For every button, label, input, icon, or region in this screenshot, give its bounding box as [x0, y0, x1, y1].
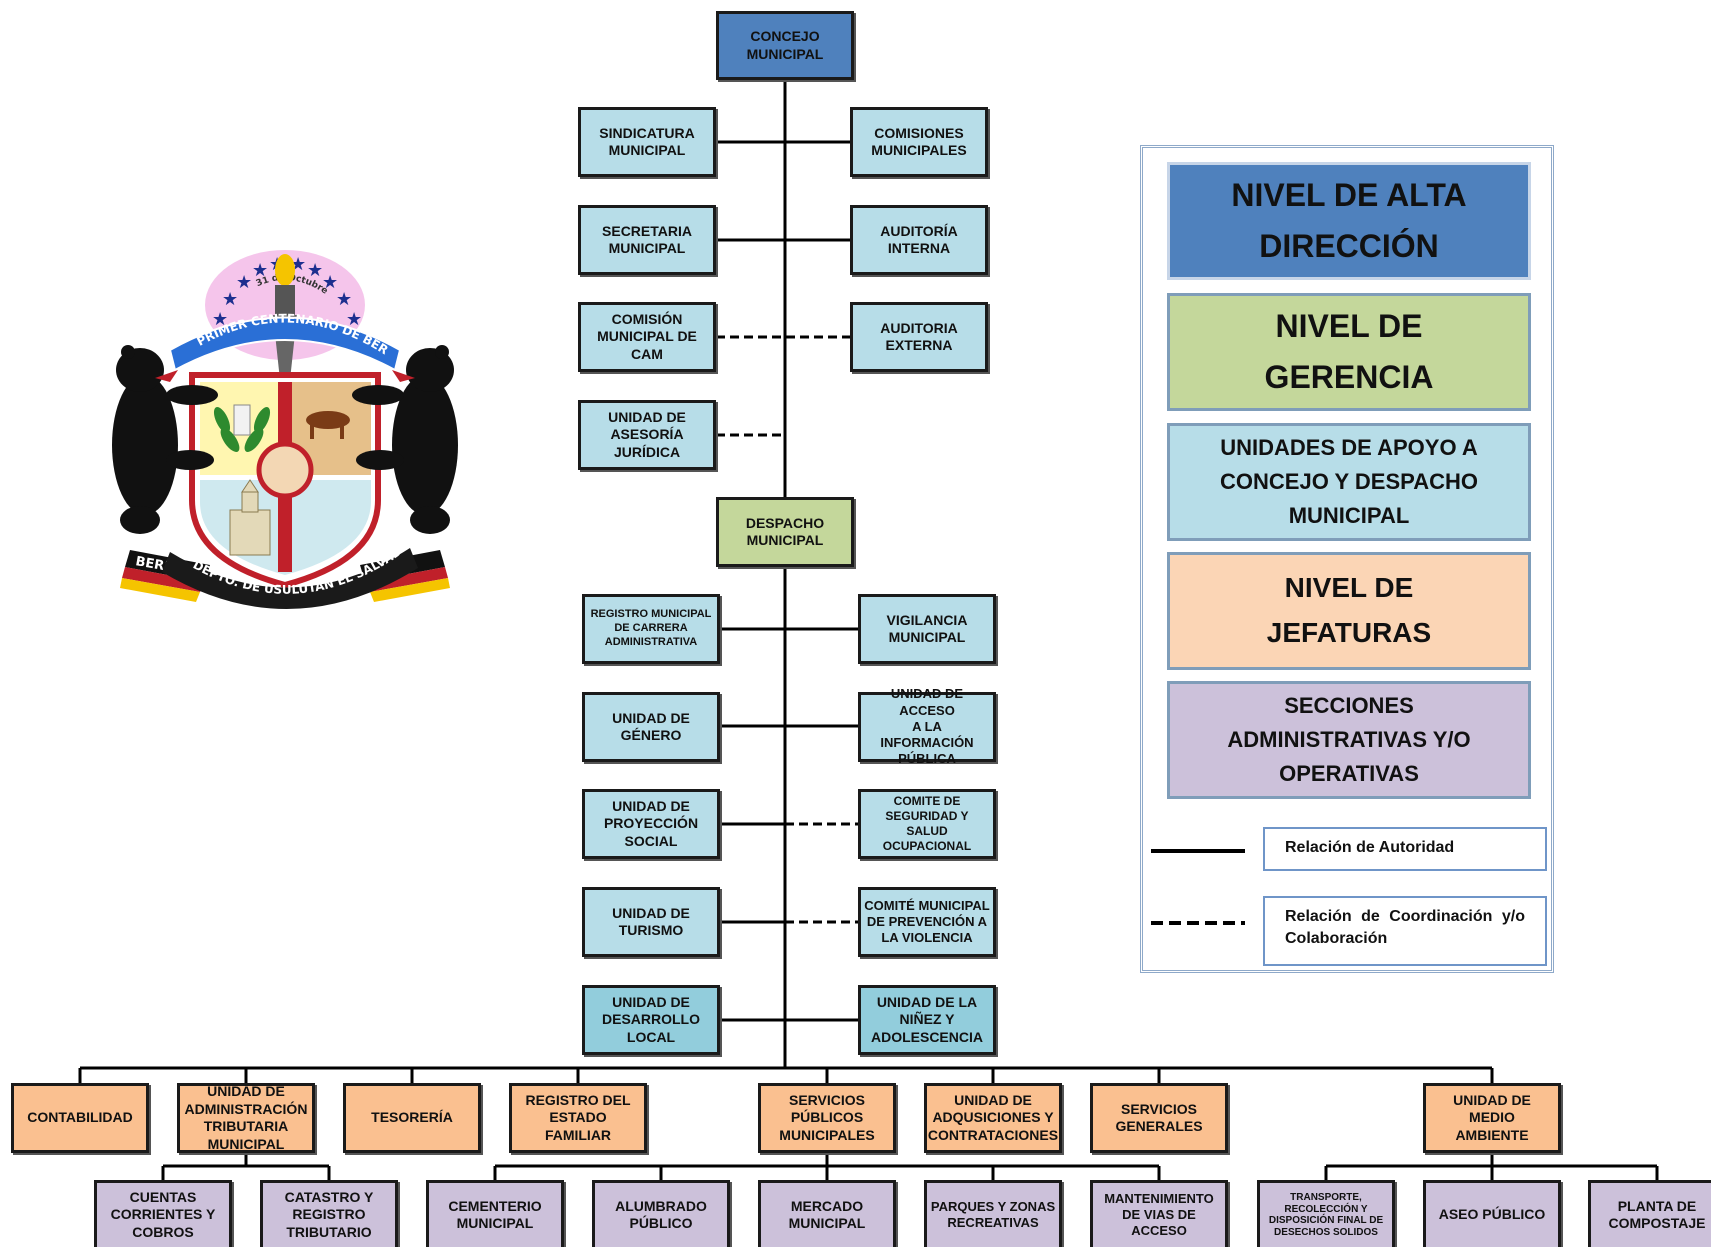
concejo-municipal-box: CONCEJO MUNICIPAL — [716, 11, 854, 80]
cementerio-municipal-box: CEMENTERIO MUNICIPAL — [426, 1180, 564, 1247]
bottom-ribbon — [162, 548, 418, 610]
secretaria-municipal-box: SECRETARIA MUNICIPAL — [578, 205, 716, 275]
tesoreria-box: TESORERÍA — [343, 1083, 481, 1153]
cuentas-corrientes-box: CUENTAS CORRIENTES Y COBROS — [94, 1180, 232, 1247]
contabilidad-box: CONTABILIDAD — [11, 1083, 149, 1153]
alumbrado-publico-box: ALUMBRADO PÚBLICO — [592, 1180, 730, 1247]
asesoria-juridica-box: UNIDAD DE ASESORÍA JURÍDICA — [578, 400, 716, 470]
unidad-genero-box: UNIDAD DE GÉNERO — [582, 692, 720, 762]
svg-text:★: ★ — [222, 289, 238, 310]
comision-municipal-cam-box: COMISIÓN MUNICIPAL DE CAM — [578, 302, 716, 372]
left-bear-icon — [112, 345, 218, 534]
authority-relation-label: Relación de Autoridad — [1263, 827, 1547, 871]
comite-seguridad-salud-box: COMITE DE SEGURIDAD Y SALUD OCUPACIONAL — [858, 789, 996, 859]
unidad-ninez-adolescencia-box: UNIDAD DE LA NIÑEZ Y ADOLESCENCIA — [858, 985, 996, 1055]
administracion-tributaria-box: UNIDAD DE ADMINISTRACIÓN TRIBUTARIA MUNI… — [177, 1083, 315, 1153]
sindicatura-municipal-box: SINDICATURA MUNICIPAL — [578, 107, 716, 177]
mercado-municipal-box: MERCADO MUNICIPAL — [758, 1180, 896, 1247]
legend-secciones: SECCIONES ADMINISTRATIVAS Y/O OPERATIVAS — [1167, 681, 1531, 799]
comisiones-municipales-box: COMISIONES MUNICIPALES — [850, 107, 988, 177]
planta-compostaje-box: PLANTA DE COMPOSTAJE — [1588, 1180, 1711, 1247]
legend-unidades-apoyo: UNIDADES DE APOYO A CONCEJO Y DESPACHO M… — [1167, 423, 1531, 541]
blue-banner — [168, 316, 402, 372]
registro-estado-familiar-box: REGISTRO DEL ESTADO FAMILIAR — [509, 1083, 647, 1153]
svg-text:★: ★ — [322, 272, 338, 293]
coordination-line-sample — [1151, 921, 1245, 925]
church-icon — [229, 479, 271, 556]
despacho-municipal-box: DESPACHO MUNICIPAL — [716, 497, 854, 567]
vigilancia-municipal-box: VIGILANCIA MUNICIPAL — [858, 594, 996, 664]
legend-alta-direccion: NIVEL DE ALTA DIRECCIÓN — [1167, 162, 1531, 280]
svg-text:★: ★ — [336, 289, 352, 310]
legend-jefaturas: NIVEL DE JEFATURAS — [1167, 552, 1531, 670]
authority-line-sample — [1151, 849, 1245, 853]
svg-text:★: ★ — [346, 309, 362, 330]
municipal-coat-of-arms: ★★★ ★★★ ★★★ ★ 31 de Octubre PRIMER CENTE… — [100, 230, 458, 610]
svg-text:★: ★ — [307, 260, 323, 281]
svg-text:★: ★ — [252, 260, 268, 281]
transporte-desechos-box: TRANSPORTE, RECOLECCIÓN Y DISPOSICIÓN FI… — [1257, 1180, 1395, 1247]
comite-prevencion-violencia-box: COMITÉ MUNICIPAL DE PREVENCIÓN A LA VIOL… — [858, 887, 996, 957]
auditoria-interna-box: AUDITORÍA INTERNA — [850, 205, 988, 275]
parques-zonas-recreativas-box: PARQUES Y ZONAS RECREATIVAS — [924, 1180, 1062, 1247]
svg-text:★: ★ — [212, 309, 228, 330]
medio-ambiente-box: UNIDAD DE MEDIO AMBIENTE — [1423, 1083, 1561, 1153]
unidad-desarrollo-local-box: UNIDAD DE DESARROLLO LOCAL — [582, 985, 720, 1055]
shield — [189, 372, 381, 589]
aseo-publico-box: ASEO PÚBLICO — [1423, 1180, 1561, 1247]
laurel-icon — [213, 407, 271, 452]
servicios-publicos-box: SERVICIOS PÚBLICOS MUNICIPALES — [758, 1083, 896, 1153]
right-bear-icon — [352, 345, 458, 534]
auditoria-externa-box: AUDITORIA EXTERNA — [850, 302, 988, 372]
servicios-generales-box: SERVICIOS GENERALES — [1090, 1083, 1228, 1153]
coordination-relation-label: Relación de Coordinación y/o Colaboració… — [1263, 896, 1547, 966]
oxen-icon — [306, 411, 350, 439]
legend-panel: NIVEL DE ALTA DIRECCIÓN NIVEL DE GERENCI… — [1140, 145, 1554, 973]
adquisiciones-contrataciones-box: UNIDAD DE ADQUSICIONES Y CONTRATACIONES — [924, 1083, 1062, 1153]
unidad-proyeccion-social-box: UNIDAD DE PROYECCIÓN SOCIAL — [582, 789, 720, 859]
acceso-informacion-publica-box: UNIDAD DE ACCESO A LA INFORMACIÓN PÚBLIC… — [858, 686, 996, 766]
svg-text:★: ★ — [236, 272, 252, 293]
legend-gerencia: NIVEL DE GERENCIA — [1167, 293, 1531, 411]
catastro-registro-box: CATASTRO Y REGISTRO TRIBUTARIO — [260, 1180, 398, 1247]
mantenimiento-vias-box: MANTENIMIENTO DE VIAS DE ACCESO — [1090, 1180, 1228, 1247]
registro-carrera-administrativa-box: REGISTRO MUNICIPAL DE CARRERA ADMINISTRA… — [582, 594, 720, 664]
unidad-turismo-box: UNIDAD DE TURISMO — [582, 887, 720, 957]
